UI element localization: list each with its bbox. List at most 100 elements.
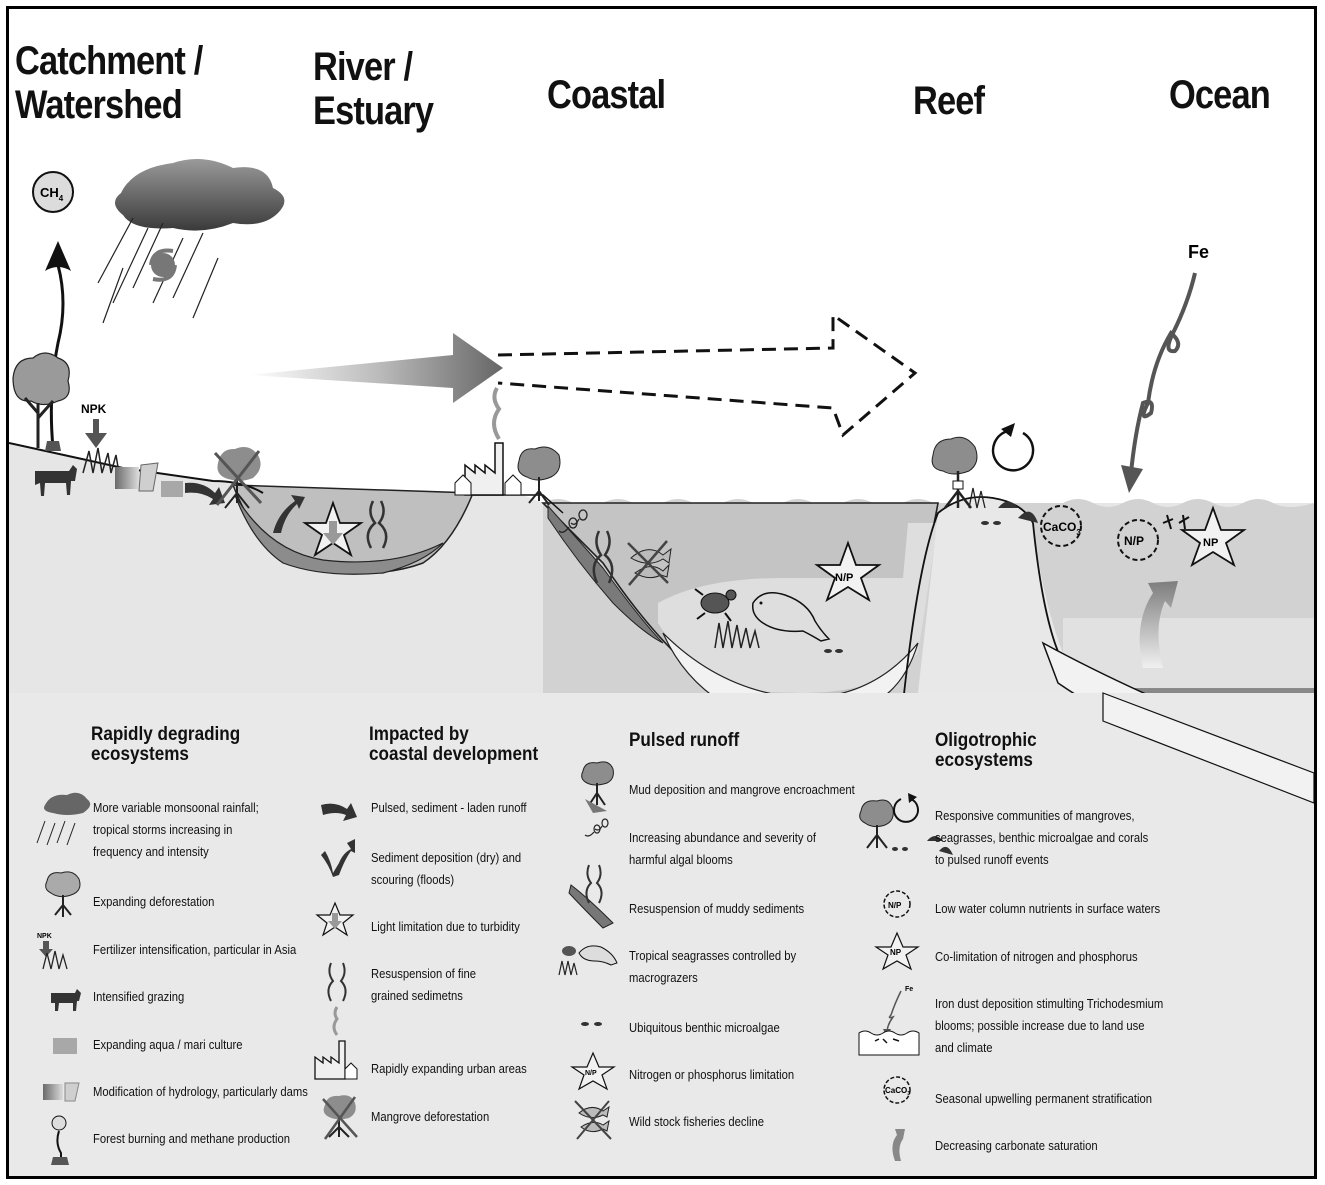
legend-item-mangrove-deforestation: Mangrove deforestation — [371, 1110, 490, 1124]
np-limitation-star-icon: N/P — [814, 540, 882, 603]
legend-dam-right-icon — [64, 1082, 80, 1102]
legend-item-iron: Iron dust deposition stimulting Trichode… — [935, 997, 1164, 1055]
legend-mud-mangrove-icon — [581, 761, 614, 813]
co-limitation-star-icon: NP — [1179, 505, 1247, 568]
legend-fertilizer-icon — [39, 941, 53, 957]
legend-item-microalgae: Ubiquitous benthic microalgae — [629, 1021, 780, 1035]
zone-title-river: River / Estuary — [313, 45, 434, 133]
legend-item-rainfall: More variable monsoonal rainfall; tropic… — [93, 801, 259, 859]
legend-runoff-icon — [321, 803, 357, 821]
legend-item-carbonate: Decreasing carbonate saturation — [935, 1139, 1098, 1153]
runoff-arrow — [185, 482, 225, 505]
legend-item-fertilizer: Fertilizer intensification, particular i… — [93, 943, 297, 957]
legend-item-upwelling: Seasonal upwelling permanent stratificat… — [935, 1092, 1153, 1106]
legend-background — [9, 693, 1314, 1176]
legend-mud-resuspension-icon — [568, 864, 614, 929]
turtle-icon — [694, 588, 737, 622]
fe-label: Fe — [1188, 242, 1209, 262]
section-title-degrading: Rapidly degrading ecosystems — [91, 724, 241, 765]
legend-scour-icon — [321, 839, 355, 877]
storm-cloud-icon — [114, 159, 285, 231]
legend-item-algal-blooms: Increasing abundance and severity of har… — [629, 831, 817, 867]
legend-caco3-icon — [883, 1076, 911, 1104]
legend-algal-bloom-icon — [584, 818, 609, 837]
legend-item-deforestation: Expanding deforestation — [93, 895, 215, 909]
upwelling-arrow — [1139, 581, 1178, 668]
legend-npk-label: NPK — [37, 933, 52, 940]
low-nutrient-icon — [1117, 519, 1159, 561]
transport-arrow-dashed — [497, 312, 918, 438]
zone-title-catchment: Catchment / Watershed — [15, 39, 203, 127]
legend-aquaculture-icon — [53, 1038, 77, 1054]
transport-arrow — [248, 333, 503, 403]
svg-text:Fe: Fe — [905, 986, 913, 993]
scour-arrow — [273, 495, 305, 533]
reef-outline — [902, 496, 1064, 704]
mangrove-tree-icon — [517, 446, 561, 506]
slope-lower — [1102, 692, 1314, 804]
legend-item-fisheries: Wild stock fisheries decline — [629, 1115, 765, 1129]
response-cycle-icon — [991, 429, 1035, 472]
legend-item-sediment: Sediment deposition (dry) and scouring (… — [371, 851, 522, 887]
svg-text:N/P: N/P — [888, 901, 902, 910]
coastal-sediment — [547, 504, 664, 644]
legend-item-urban: Rapidly expanding urban areas — [371, 1062, 527, 1076]
resuspension-icon — [366, 500, 388, 549]
algal-bloom-icon — [558, 509, 588, 533]
coral-icon — [981, 501, 1038, 525]
legend-item-light: Light limitation due to turbidity — [371, 920, 520, 934]
legend-np-star-icon: N/P — [570, 1051, 616, 1091]
legend-low-nutrient-icon — [883, 890, 911, 918]
methane-arrow — [49, 264, 65, 449]
ch4-bubble-icon — [32, 171, 74, 213]
legend-mangrove-deforestation-icon — [322, 1095, 358, 1140]
benthic-microalgae-icon — [824, 649, 843, 653]
legend-co-limitation-icon: NP — [874, 931, 920, 971]
legend-item-grazing: Intensified grazing — [93, 990, 185, 1004]
legend-item-responsive: Responsive communities of mangroves, sea… — [935, 809, 1149, 867]
legend-cloud-icon — [44, 792, 91, 815]
legend-item-seagrasses: Tropical seagrasses controlled by macrog… — [629, 949, 797, 985]
legend-carbonate-icon — [892, 1129, 905, 1161]
section-title-pulsed-runoff: Pulsed runoff — [629, 730, 740, 751]
section-title-oligotrophic: Oligotrophic ecosystems — [935, 730, 1037, 771]
caco3-label: CaCO3 — [1043, 520, 1081, 537]
estuary-sediment — [234, 494, 444, 575]
iron-dust-arrowhead — [1121, 465, 1143, 493]
reef-mangrove-icon — [931, 436, 978, 509]
npk-label: NPK — [81, 402, 107, 416]
crop-grass-icon — [82, 447, 120, 474]
legend-item-mud: Mud deposition and mangrove encroachment — [629, 783, 855, 797]
legend-microalgae-icon — [581, 1022, 602, 1026]
factory-icon — [454, 386, 522, 496]
legend-item-hydrology: Modification of hydrology, particularly … — [93, 1085, 308, 1099]
legend-responsive-community-icon — [859, 793, 953, 855]
zone-title-coastal: Coastal — [547, 73, 666, 117]
legend-seagrass-grazer-icon — [558, 945, 618, 976]
ch4-label: CH4 — [40, 185, 64, 203]
legend-light-star-icon — [315, 901, 355, 937]
methane-arrowhead — [45, 241, 71, 271]
turbidity-star-icon — [302, 500, 364, 558]
response-cycle-arrowhead — [1001, 423, 1015, 437]
legend-item-fine-sediment: Resuspension of fine grained sedimetns — [371, 967, 477, 1003]
fire-base-icon — [45, 441, 61, 451]
trichodesmium-icon — [1162, 514, 1190, 530]
legend-dam-left-icon — [43, 1084, 63, 1100]
fertilizer-arrow — [85, 419, 107, 448]
iron-dust-path — [1129, 272, 1197, 474]
legend-cow-icon — [51, 989, 81, 1011]
rain-lines — [97, 217, 219, 324]
mangrove-deforestation-icon — [213, 447, 263, 509]
seagrass-icon — [714, 620, 760, 649]
reef-grass-icon — [968, 487, 986, 509]
storm-spiral-icon — [149, 248, 177, 282]
legend-item-np-limitation: Nitrogen or phosphorus limitation — [629, 1068, 795, 1082]
figure-frame: CH4 NPK — [6, 6, 1317, 1179]
legend-grass-icon — [42, 950, 68, 970]
svg-text:CaCO3: CaCO3 — [885, 1086, 910, 1097]
svg-text:NP: NP — [1203, 537, 1218, 549]
mud-resuspension-icon — [592, 530, 614, 584]
cow-icon — [35, 465, 77, 496]
legend-urban-icon — [314, 1006, 358, 1080]
